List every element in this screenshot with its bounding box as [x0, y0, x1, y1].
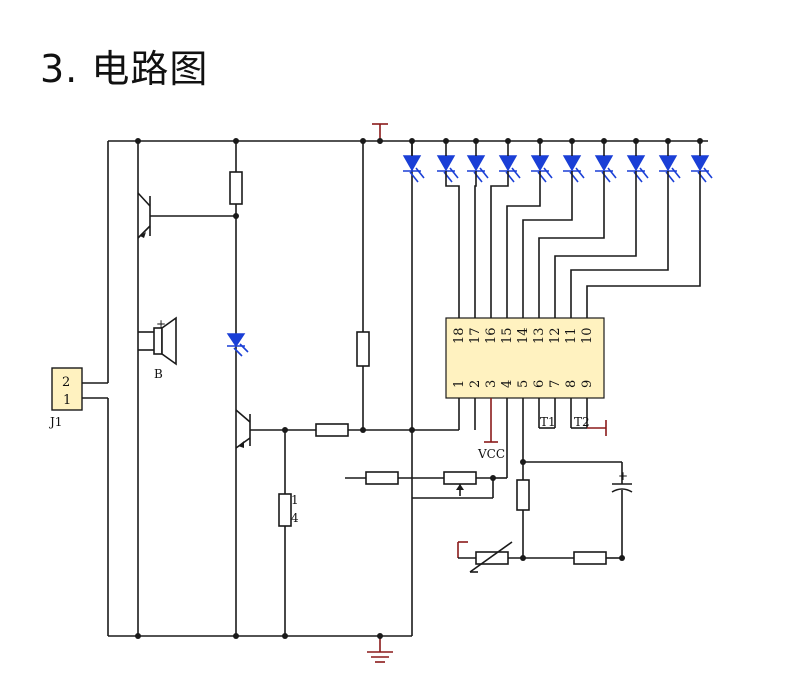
ic-chip — [445, 317, 605, 399]
resistor-icon — [356, 331, 370, 367]
junction-dot — [443, 138, 449, 144]
ic-pin-label: 6 — [532, 380, 547, 388]
led-array — [402, 138, 713, 318]
ic-pin-label: 4 — [500, 380, 515, 388]
ground-symbol — [367, 636, 393, 663]
capacitor-polarity: + — [618, 469, 628, 483]
ic-pin-label: 15 — [500, 327, 515, 344]
ground-symbol — [457, 541, 468, 558]
resistor-icon — [229, 171, 243, 205]
resistor-icon — [315, 423, 349, 437]
ic-pin-label: 7 — [548, 380, 563, 388]
thermistor-icon — [469, 541, 513, 573]
junction-dots — [135, 138, 625, 639]
vcc-label: VCC — [477, 447, 505, 461]
junction-dot — [409, 138, 415, 144]
led-icon — [466, 141, 489, 183]
junction-dot — [601, 138, 607, 144]
resistor-pin-bottom: 4 — [291, 511, 299, 525]
led-wire — [538, 171, 605, 318]
ic-pin-label: 11 — [564, 327, 579, 344]
resistor-icon — [365, 471, 399, 485]
led-wire — [554, 171, 637, 318]
ic-pin-label: 18 — [452, 327, 467, 344]
ic-pin-label: 8 — [564, 380, 579, 388]
led-icon — [402, 141, 425, 183]
page-title: 3. 电路图 — [40, 47, 209, 91]
junction-dot — [665, 138, 671, 144]
ic-pin-label: 3 — [484, 380, 499, 388]
led-icon — [562, 141, 585, 183]
speaker-ref-label: B — [154, 367, 163, 381]
resistor-icon: 1 4 — [278, 493, 299, 527]
ic-pin-label: 10 — [580, 327, 595, 344]
resistor-icon — [516, 479, 530, 511]
junction-dot — [633, 138, 639, 144]
capacitor-icon: + — [611, 462, 633, 558]
ic-pin-label: 14 — [516, 327, 531, 344]
junction-dot — [569, 138, 575, 144]
t1-label: T1 — [540, 415, 556, 429]
resistor-icon — [573, 551, 607, 565]
ic-pin-label: 2 — [468, 380, 483, 388]
led-wire — [586, 171, 701, 318]
junction-dot — [473, 138, 479, 144]
ic-pin-label: 17 — [468, 327, 483, 344]
junction-dot — [697, 138, 703, 144]
led-icon — [436, 141, 459, 183]
connector-ref-label: J1 — [48, 415, 62, 429]
transistor-icon — [137, 192, 236, 239]
junction-dot — [505, 138, 511, 144]
led-icon — [530, 141, 553, 183]
t2-label: T2 — [574, 415, 590, 429]
ic-pin-label: 12 — [548, 327, 563, 344]
led-wire — [490, 171, 509, 318]
speaker-polarity: + — [156, 317, 166, 331]
connector-pin-1: 1 — [63, 393, 71, 408]
potentiometer-icon — [443, 471, 477, 496]
connector-j1: 2 1 J1 — [48, 367, 108, 429]
ic-pin-label: 1 — [452, 380, 467, 388]
led-wire — [445, 171, 460, 318]
led-icon — [226, 333, 249, 357]
resistor-pin-top: 1 — [291, 493, 299, 507]
led-wire — [522, 171, 573, 318]
ic-pin-label: 13 — [532, 327, 547, 344]
led-wire — [506, 171, 541, 318]
led-icon — [498, 141, 521, 183]
ic-pin-label: 5 — [516, 380, 531, 388]
ic-pin-label: 16 — [484, 327, 499, 344]
led-icon — [690, 141, 713, 183]
connector-pin-2: 2 — [62, 375, 70, 390]
speaker-icon: + B — [138, 316, 177, 381]
led-icon — [626, 141, 649, 183]
ic-pin-label: 9 — [580, 380, 595, 388]
led-icon — [594, 141, 617, 183]
led-wire — [570, 171, 669, 318]
junction-dot — [537, 138, 543, 144]
ground-symbol — [484, 398, 498, 443]
led-wire — [474, 171, 477, 318]
led-icon — [658, 141, 681, 183]
